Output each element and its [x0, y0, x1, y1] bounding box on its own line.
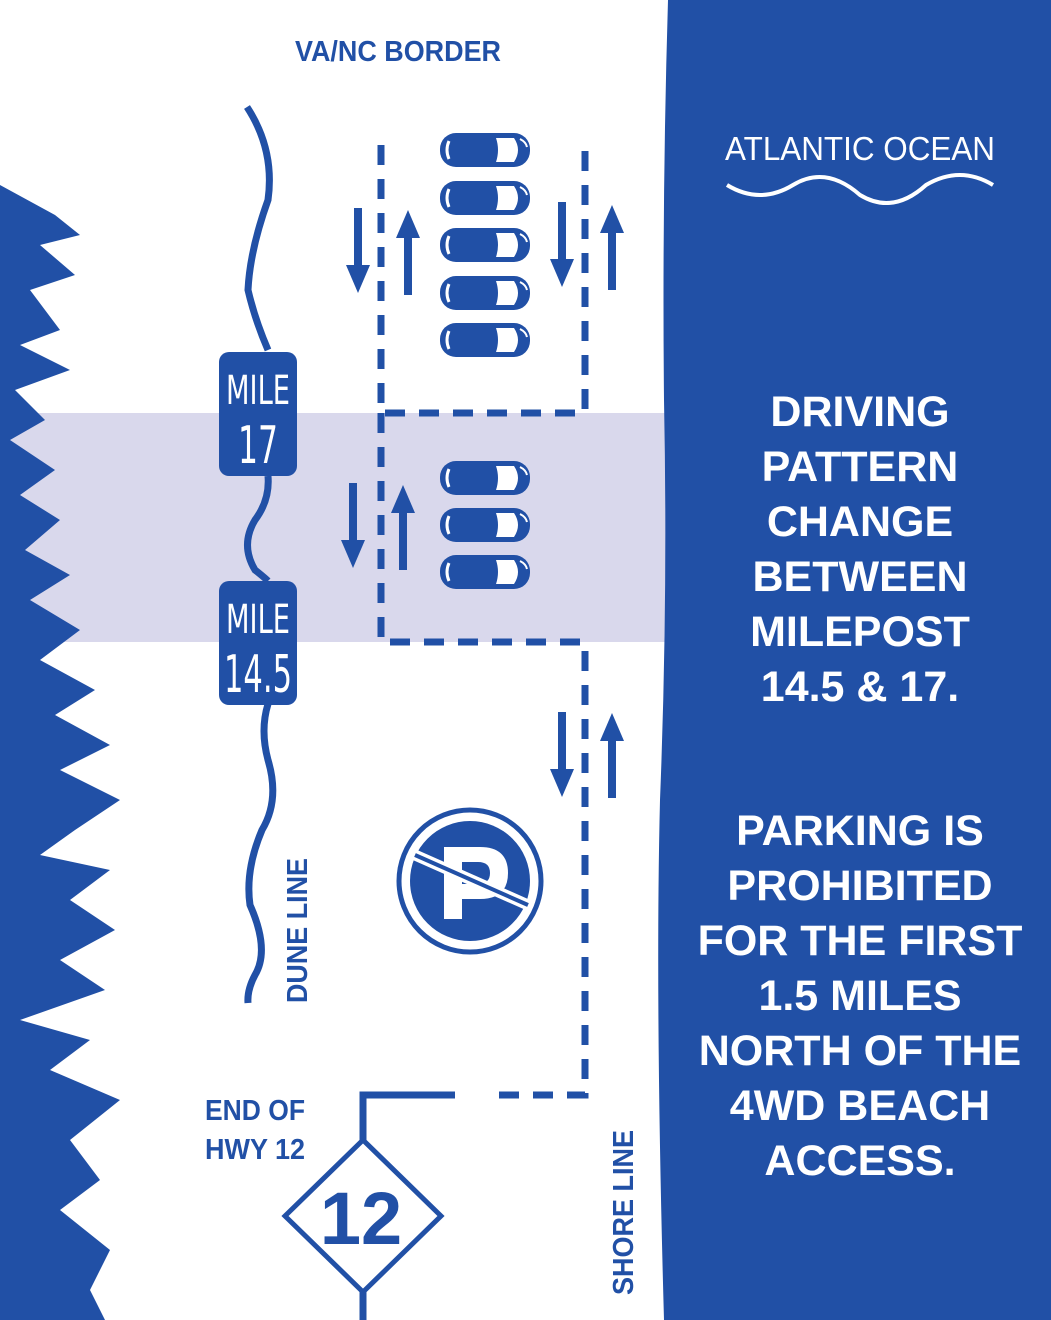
svg-text:PARKING IS: PARKING IS: [736, 807, 984, 855]
arrow-up-icon: [396, 210, 420, 295]
car-icon: [438, 131, 532, 169]
svg-text:12: 12: [320, 1177, 402, 1260]
svg-text:PATTERN: PATTERN: [762, 443, 959, 491]
svg-text:DRIVING: DRIVING: [770, 388, 949, 436]
arrow-down-icon: [550, 712, 574, 797]
svg-text:NORTH OF THE: NORTH OF THE: [699, 1027, 1021, 1075]
car-icon: [438, 553, 532, 591]
svg-text:4WD BEACH: 4WD BEACH: [730, 1082, 990, 1130]
parking-prohibited-notice: PARKING IS PROHIBITED FOR THE FIRST 1.5 …: [698, 807, 1023, 1185]
svg-text:14.5: 14.5: [224, 645, 292, 705]
svg-text:14.5 & 17.: 14.5 & 17.: [761, 663, 959, 711]
arrow-up-icon: [600, 205, 624, 290]
mile-marker-14-5: MILE 14.5: [219, 581, 297, 705]
ocean-label: ATLANTIC OCEAN: [725, 130, 995, 167]
shore-line-label: SHORE LINE: [608, 1130, 640, 1295]
parked-cars-band: [438, 459, 532, 591]
svg-text:PROHIBITED: PROHIBITED: [727, 862, 992, 910]
arrow-down-icon: [346, 208, 370, 293]
arrow-down-icon: [550, 202, 574, 287]
end-of-hwy-label-line1: END OF: [205, 1095, 305, 1127]
car-icon: [438, 179, 532, 217]
dune-line: [244, 105, 277, 1004]
svg-text:MILEPOST: MILEPOST: [750, 608, 970, 656]
driving-lane-lines: [359, 140, 589, 1320]
svg-text:CHANGE: CHANGE: [767, 498, 953, 546]
car-icon: [438, 459, 532, 497]
mile-marker-17: MILE 17: [219, 352, 297, 476]
atlantic-ocean: [658, 0, 1051, 1320]
vegetation-silhouette: [0, 185, 120, 1320]
svg-text:BETWEEN: BETWEEN: [753, 553, 968, 601]
car-icon: [438, 274, 532, 312]
driving-pattern-notice: DRIVING PATTERN CHANGE BETWEEN MILEPOST …: [750, 388, 970, 711]
svg-text:17: 17: [238, 416, 278, 476]
highway-road: [359, 1091, 455, 1320]
svg-text:MILE: MILE: [226, 597, 290, 643]
parked-cars-north: [438, 131, 532, 359]
car-icon: [438, 321, 532, 359]
svg-text:1.5 MILES: 1.5 MILES: [758, 972, 961, 1020]
end-of-hwy-label-line2: HWY 12: [205, 1134, 305, 1166]
svg-text:MILE: MILE: [226, 368, 290, 414]
pattern-change-zone: [0, 413, 680, 642]
svg-text:FOR THE FIRST: FOR THE FIRST: [698, 917, 1023, 965]
arrow-up-icon: [600, 713, 624, 798]
wave-icon: [725, 173, 995, 205]
car-icon: [438, 506, 532, 544]
no-parking-icon: [396, 807, 544, 955]
highway-12-shield-icon: 12: [281, 1136, 445, 1296]
car-icon: [438, 226, 532, 264]
svg-text:ACCESS.: ACCESS.: [764, 1137, 955, 1185]
dune-line-label: DUNE LINE: [282, 858, 314, 1003]
border-label: VA/NC BORDER: [295, 36, 501, 68]
